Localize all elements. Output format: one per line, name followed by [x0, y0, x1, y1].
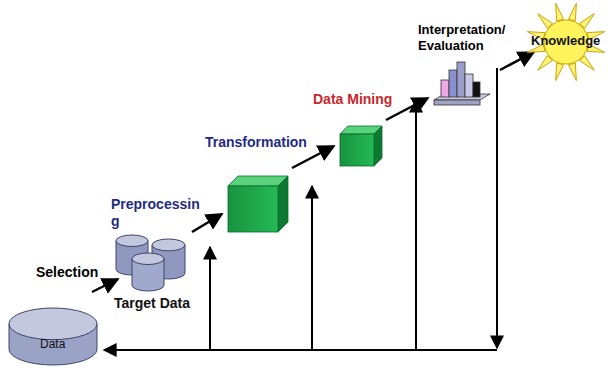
patterns-cube [340, 126, 382, 166]
target-data-cylinders-outline [112, 233, 212, 293]
transformed-data-cube [228, 176, 288, 232]
target-data-cylinders: Target Data [112, 233, 212, 293]
node-text: Data [40, 337, 65, 351]
node-text: Target Data [114, 295, 190, 311]
knowledge-sun: Knowledge [518, 1, 614, 83]
step-label: Preprocessin g [111, 196, 205, 230]
feedback-lines [104, 68, 497, 350]
step-label: Transformation [205, 134, 307, 151]
data-cylinder: Data [8, 307, 98, 366]
step-label: Selection [36, 264, 98, 281]
step-label: Data Mining [313, 91, 392, 108]
evaluation-chart [434, 62, 490, 105]
node-text: Knowledge [531, 33, 600, 48]
step-label: Interpretation/ Evaluation [418, 22, 528, 53]
data-cylinder-outline [8, 307, 98, 366]
